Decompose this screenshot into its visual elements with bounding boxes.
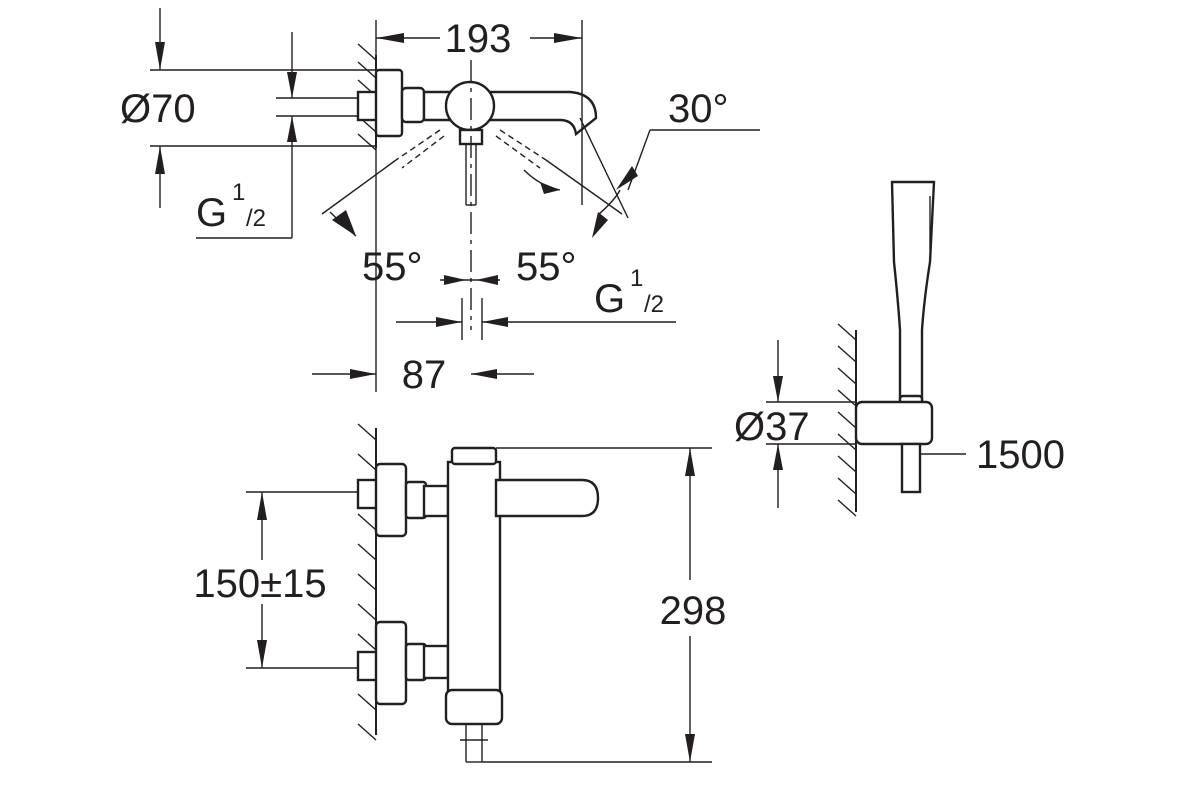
top-view: 193 Ø70 G 1 /2 bbox=[120, 8, 760, 397]
dim-label-298: 298 bbox=[660, 589, 727, 633]
dim-label-angle-55-right: 55° bbox=[516, 245, 577, 289]
thread-left-g: G bbox=[196, 191, 227, 235]
dim-diameter-37: Ø37 bbox=[734, 340, 856, 508]
dim-1500: 1500 bbox=[920, 433, 1065, 477]
thread-left-denominator: /2 bbox=[246, 205, 266, 232]
dim-angle-30: 30° bbox=[579, 87, 760, 238]
dim-150: 150±15 bbox=[193, 491, 358, 669]
mixer-front-view bbox=[356, 446, 600, 763]
dim-thread-left: G 1 /2 bbox=[196, 32, 358, 239]
dim-thread-right: G 1 /2 bbox=[396, 265, 676, 340]
dim-label-diameter-37: Ø37 bbox=[734, 405, 810, 449]
dim-diameter-70: Ø70 bbox=[120, 8, 376, 208]
thread-right-numerator: 1 bbox=[630, 265, 643, 292]
dim-label-1500: 1500 bbox=[976, 433, 1065, 477]
dim-label-150: 150±15 bbox=[193, 562, 326, 606]
hand-shower-wall bbox=[837, 323, 857, 517]
dim-label-diameter-70: Ø70 bbox=[120, 87, 196, 131]
thread-left-numerator: 1 bbox=[232, 179, 245, 206]
dim-label-angle-30: 30° bbox=[668, 87, 729, 131]
dim-label-193: 193 bbox=[445, 17, 512, 61]
front-view: 150±15 298 bbox=[193, 423, 727, 763]
dim-angles-55: 55° 55° bbox=[321, 159, 623, 289]
front-view-wall bbox=[357, 423, 377, 741]
dim-label-87: 87 bbox=[402, 353, 447, 397]
dim-87: 87 bbox=[312, 148, 534, 397]
dim-label-angle-55-left: 55° bbox=[362, 245, 423, 289]
dim-193: 193 bbox=[375, 17, 583, 205]
hand-shower-view: Ø37 1500 bbox=[734, 180, 1065, 517]
thread-right-denominator: /2 bbox=[644, 291, 664, 318]
thread-right-g: G bbox=[594, 277, 625, 321]
mixer-top-view bbox=[356, 60, 598, 330]
hand-shower bbox=[854, 180, 936, 494]
dim-298: 298 bbox=[482, 447, 727, 763]
